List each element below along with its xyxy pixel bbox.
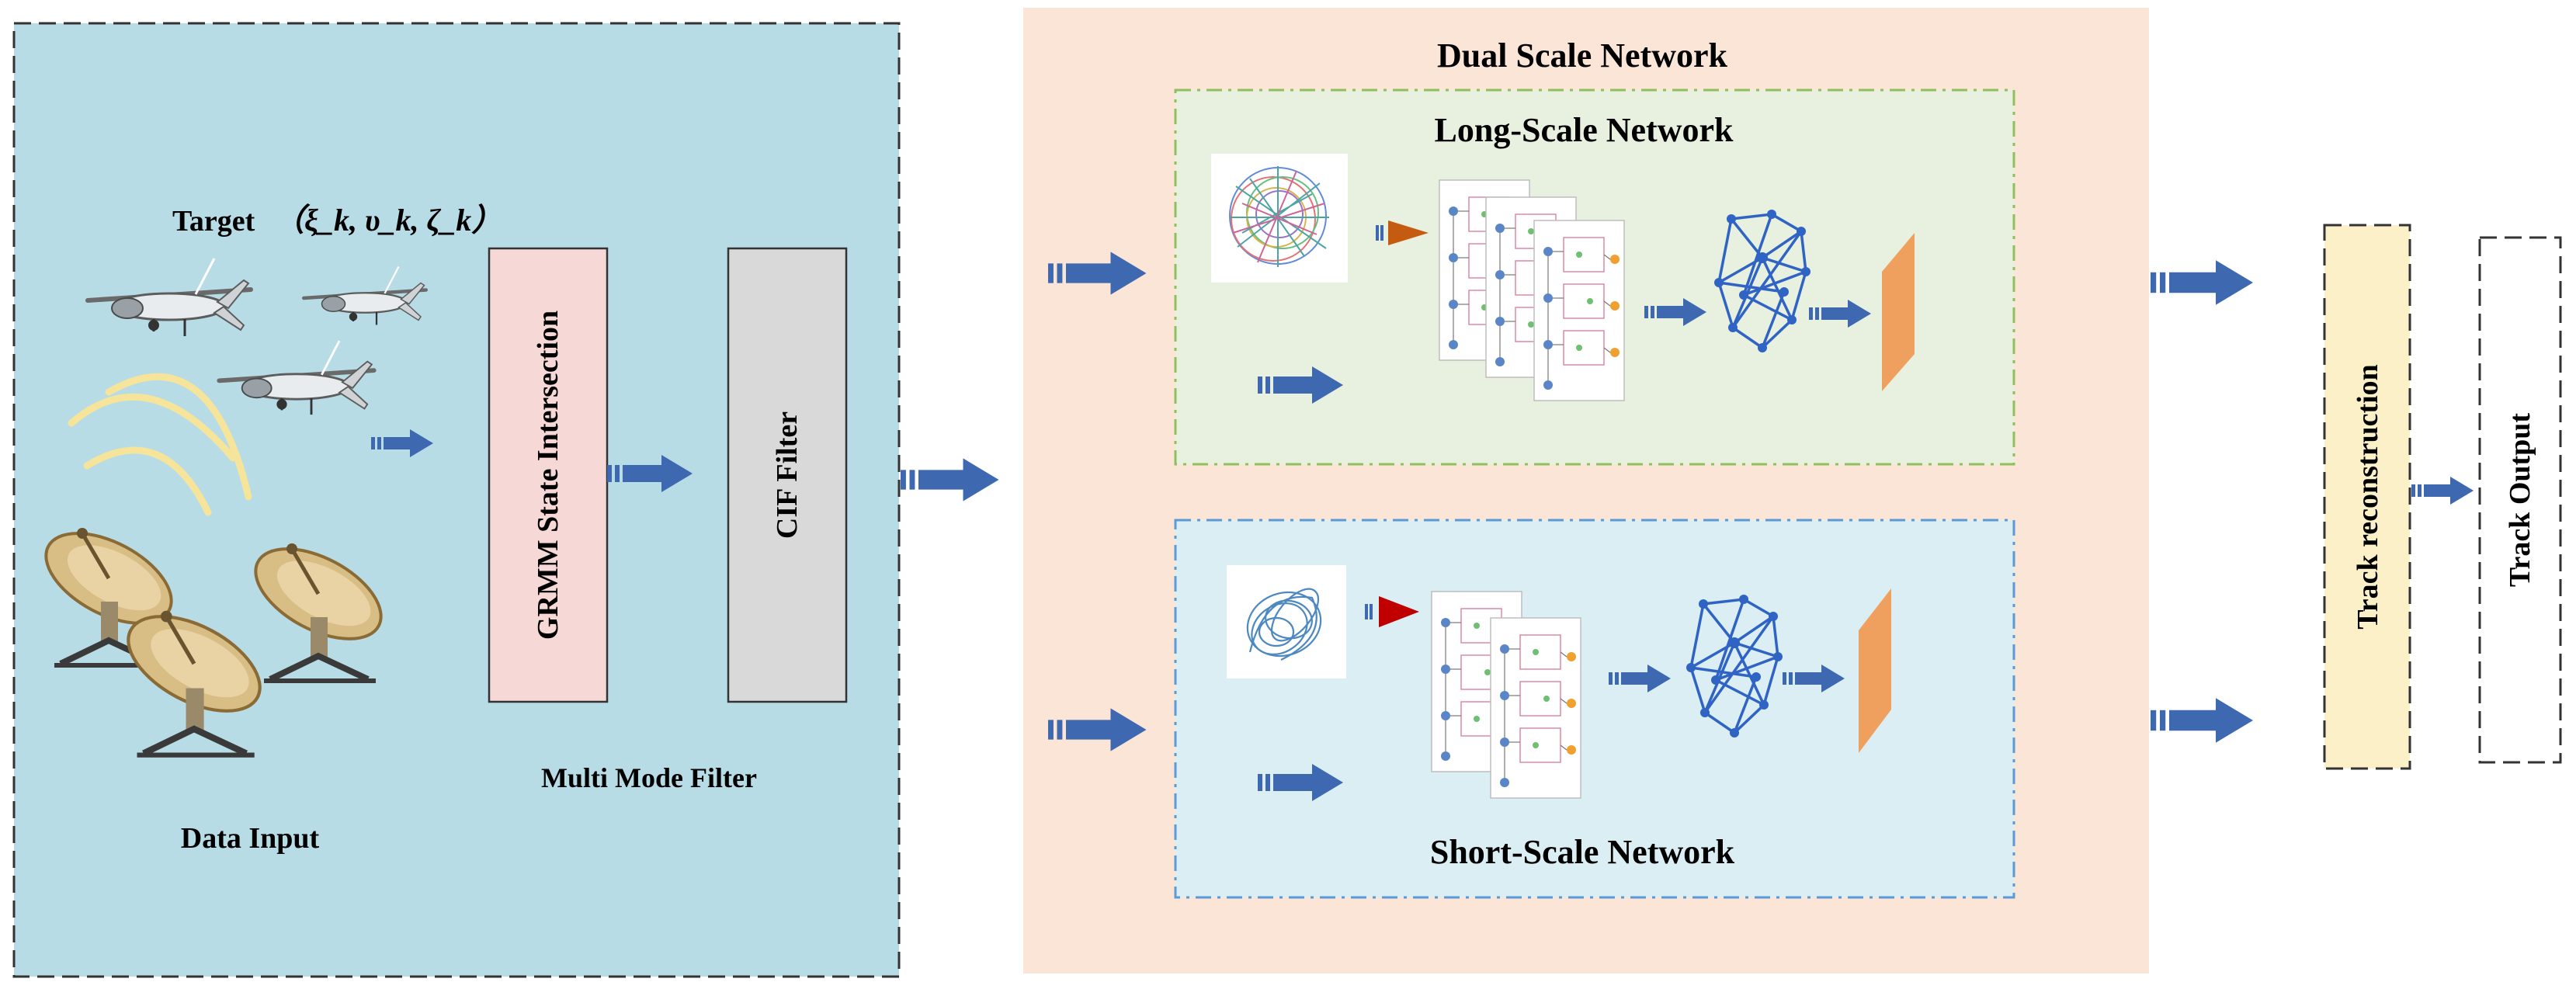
- to-network-arrow: [901, 458, 999, 501]
- long-to-reconstruction-arrow: [2151, 260, 2253, 305]
- multi-mode-filter-label: Multi Mode Filter: [541, 762, 757, 793]
- track-output-label: Track Output: [2504, 413, 2536, 588]
- cif-box: [727, 247, 848, 703]
- short-to-reconstruction-arrow: [2151, 698, 2253, 743]
- short-transform-triangle: [1379, 596, 1419, 627]
- reconstruction-box: [2323, 224, 2411, 770]
- reconstruction-output-arrow: [2411, 477, 2474, 505]
- chaotic-signal-icon: [1227, 565, 1346, 678]
- grmm-box: [488, 247, 609, 703]
- cif-label: CIF Filter: [771, 411, 804, 539]
- short-scale-title: Short-Scale Network: [1430, 833, 1735, 871]
- short-triangle-lines: [1365, 604, 1373, 619]
- reconstruction-label: Track reconstruction: [2352, 364, 2384, 630]
- dual-scale-title: Dual Scale Network: [1437, 36, 1727, 75]
- target-params: （ξ_k, υ_k, ζ_k）: [273, 203, 502, 238]
- target-label: Target: [172, 205, 255, 238]
- grmm-label: GRMM State Intersection: [532, 311, 564, 640]
- data-input-label: Data Input: [181, 822, 320, 855]
- long-triangle-lines: [1376, 225, 1383, 241]
- track-output-box: [2478, 236, 2562, 764]
- long-transform-triangle: [1388, 220, 1429, 245]
- short-output-layer: [1859, 588, 1891, 753]
- long-scale-title: Long-Scale Network: [1435, 111, 1734, 149]
- radar-wave-icon: [68, 373, 252, 516]
- lstm-stack-icon: [1431, 591, 1581, 799]
- chaotic-signal-icon: [1211, 154, 1348, 283]
- long-output-layer: [1882, 233, 1915, 391]
